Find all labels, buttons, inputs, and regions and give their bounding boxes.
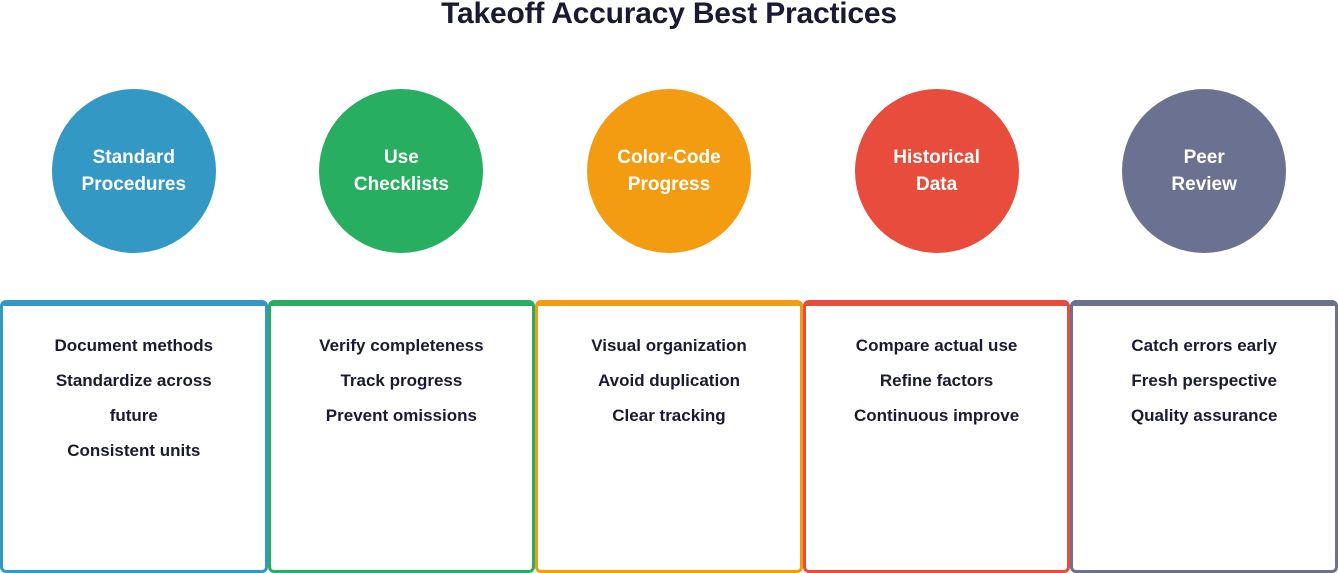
- practice-detail: Visual organization: [591, 336, 747, 355]
- circle-label-line1: Peer: [1183, 147, 1225, 168]
- circle-cell-1: Use Checklists: [268, 89, 536, 253]
- practice-circle-label: Historical Data: [885, 144, 988, 198]
- page-title: Takeoff Accuracy Best Practices: [441, 0, 897, 30]
- circle-label-line1: Use: [383, 147, 419, 168]
- practice-detail: Continuous improve: [853, 406, 1020, 425]
- practice-card-peer-review[interactable]: Catch errors early Fresh perspective Qua…: [1070, 300, 1338, 573]
- practice-detail: Standardize across: [55, 371, 212, 390]
- practice-detail: Clear tracking: [612, 406, 726, 425]
- practice-circle-label: Color-Code Progress: [609, 144, 728, 198]
- practice-card-historical-data[interactable]: Compare actual use Refine factors Contin…: [802, 300, 1071, 573]
- circle-cell-0: Standard Procedures: [0, 89, 268, 253]
- practice-card-color-code-progress[interactable]: Visual organization Avoid duplication Cl…: [535, 300, 803, 573]
- practice-circle-color-code-progress[interactable]: Color-Code Progress: [586, 89, 751, 253]
- practice-detail: future: [109, 406, 158, 425]
- practice-circle-label: Peer Review: [1163, 144, 1244, 198]
- circle-label-line2: Progress: [627, 174, 711, 195]
- practice-card-row: Document methods Standardize across futu…: [0, 300, 1338, 573]
- practice-detail: Verify completeness: [319, 336, 484, 355]
- circle-label-line1: Color-Code: [617, 147, 721, 168]
- practice-circle-historical-data[interactable]: Historical Data: [854, 89, 1019, 253]
- practice-circle-peer-review[interactable]: Peer Review: [1122, 89, 1287, 253]
- practice-detail: Prevent omissions: [325, 406, 477, 425]
- practice-detail: Track progress: [340, 371, 463, 390]
- practice-circle-standard-procedures[interactable]: Standard Procedures: [51, 89, 216, 253]
- circle-label-line2: Procedures: [81, 174, 187, 195]
- practice-detail: Avoid duplication: [597, 371, 740, 390]
- practice-detail: Quality assurance: [1130, 406, 1278, 425]
- circle-label-line2: Review: [1171, 174, 1237, 195]
- practice-detail: Fresh perspective: [1131, 371, 1277, 390]
- practice-circle-use-checklists[interactable]: Use Checklists: [319, 89, 484, 253]
- practice-card-standard-procedures[interactable]: Document methods Standardize across futu…: [0, 300, 268, 573]
- practice-circle-label: Standard Procedures: [74, 144, 195, 198]
- practice-detail: Catch errors early: [1131, 336, 1277, 355]
- practice-detail: Consistent units: [67, 441, 201, 460]
- circle-cell-4: Peer Review: [1070, 89, 1338, 253]
- circle-cell-3: Historical Data: [803, 89, 1071, 253]
- circle-label-line2: Data: [915, 174, 958, 195]
- practice-detail: Compare actual use: [855, 336, 1018, 355]
- circle-cell-2: Color-Code Progress: [535, 89, 803, 253]
- practice-circle-row: Standard Procedures Use Checklists Color…: [0, 89, 1338, 253]
- practice-detail: Refine factors: [879, 371, 994, 390]
- circle-label-line1: Standard: [92, 147, 175, 168]
- practice-circle-label: Use Checklists: [346, 144, 457, 198]
- practice-card-use-checklists[interactable]: Verify completeness Track progress Preve…: [267, 300, 536, 573]
- circle-label-line2: Checklists: [353, 174, 449, 195]
- practice-detail: Document methods: [54, 336, 214, 355]
- circle-label-line1: Historical: [893, 147, 980, 168]
